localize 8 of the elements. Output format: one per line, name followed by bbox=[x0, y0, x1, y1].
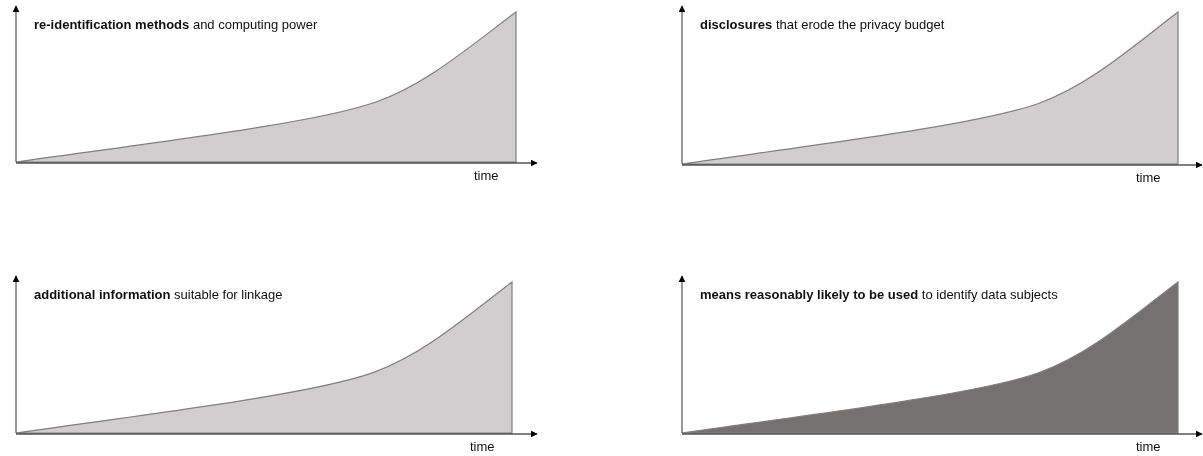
chart-heading: re-identification methods and computing power bbox=[34, 17, 318, 32]
chart-heading: means reasonably likely to be used to identify data subjects bbox=[700, 287, 1058, 302]
axis-label: time bbox=[474, 168, 499, 183]
axis-label: time bbox=[1136, 439, 1161, 454]
axis-label: time bbox=[470, 439, 495, 454]
chart-heading: disclosures that erode the privacy budget bbox=[700, 17, 945, 32]
axis-label: time bbox=[1136, 170, 1161, 185]
chart-heading: additional information suitable for linkage bbox=[34, 287, 283, 302]
